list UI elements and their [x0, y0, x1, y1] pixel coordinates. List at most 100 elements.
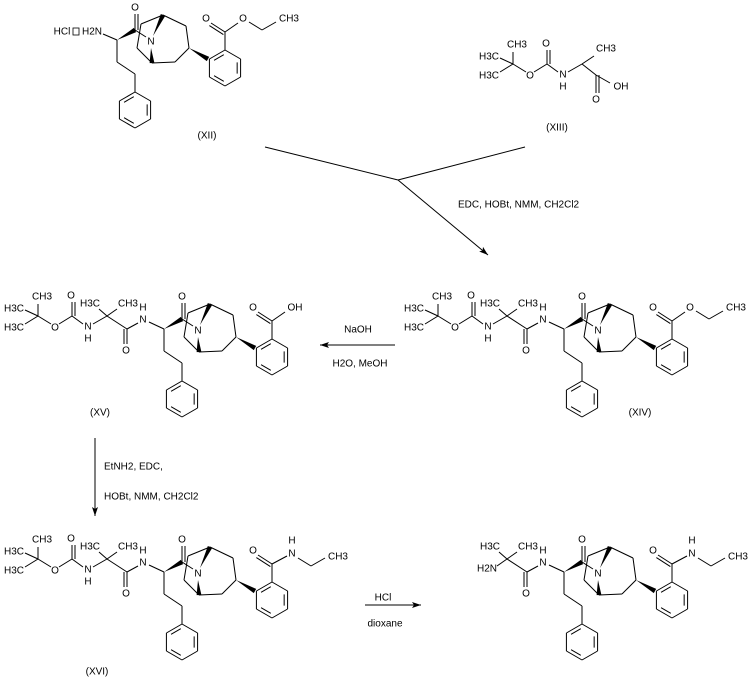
- bond: [166, 380, 183, 391]
- carbamate-nitrogen: N: [559, 70, 566, 81]
- acid-oxygen: O: [592, 95, 600, 106]
- bond: [567, 63, 583, 73]
- bond: [671, 338, 688, 349]
- bond: [310, 557, 326, 567]
- bond: [660, 607, 672, 614]
- arrowhead-icon: [412, 602, 421, 608]
- bond: [260, 607, 272, 614]
- bond: [136, 47, 153, 64]
- bond: [533, 63, 548, 73]
- carbamate-oxygen: O: [67, 291, 75, 302]
- compound-label: (XVI): [86, 667, 109, 678]
- bond: [271, 338, 288, 349]
- bond: [37, 558, 52, 568]
- wedge-bond: [564, 559, 584, 572]
- bond: [271, 608, 288, 619]
- bond: [583, 579, 600, 596]
- bond: [632, 314, 637, 338]
- bond: [256, 365, 273, 376]
- bond: [166, 623, 183, 634]
- methyl-label: CH3: [279, 14, 299, 25]
- acid-carbonyl-oxygen: O: [649, 546, 657, 557]
- bond: [581, 407, 598, 418]
- bond: [213, 75, 225, 82]
- methyl-label: CH3: [32, 535, 52, 546]
- bond: [710, 557, 726, 567]
- bond: [181, 561, 194, 570]
- bond: [498, 308, 508, 317]
- bond: [264, 146, 399, 181]
- bond: [570, 649, 582, 656]
- bond: [187, 546, 211, 557]
- bond: [587, 546, 611, 557]
- bond: [209, 76, 226, 87]
- methyl-label: H3C: [80, 542, 100, 553]
- bond: [181, 318, 194, 327]
- methyl-label: CH3: [118, 299, 138, 310]
- amide-hydrogen: H: [288, 536, 295, 547]
- amide-nitrogen: N: [288, 549, 295, 560]
- methyl-label: CH3: [118, 542, 138, 553]
- bond: [397, 146, 526, 181]
- carbonyl-oxygen: O: [178, 292, 186, 303]
- methyl-label: H3C: [479, 52, 499, 63]
- bond: [256, 338, 273, 349]
- bond: [260, 343, 272, 350]
- bond: [126, 565, 139, 573]
- methyl-label: H3C: [4, 323, 24, 334]
- bond: [163, 350, 183, 364]
- bond: [397, 179, 489, 256]
- bond: [671, 555, 688, 565]
- bond: [213, 54, 225, 61]
- bond: [148, 321, 165, 330]
- bridge-nitrogen: N: [194, 326, 201, 337]
- salt-dot-box: [72, 27, 80, 36]
- methyl-label: H3C: [4, 566, 24, 577]
- bond: [512, 63, 527, 73]
- bond: [506, 558, 528, 573]
- bond: [183, 579, 200, 596]
- methyl-label: CH3: [596, 44, 616, 55]
- bond: [183, 555, 189, 581]
- methyl-label: CH3: [518, 299, 538, 310]
- bond: [58, 558, 73, 568]
- amide-nitrogen: N: [688, 549, 695, 560]
- methyl-label: H3C: [479, 71, 499, 82]
- solvent-label: dioxane: [367, 619, 402, 630]
- bridge-nitrogen: N: [594, 569, 601, 580]
- methyl-label: H3C: [480, 299, 500, 310]
- bond: [656, 338, 673, 349]
- methyl-label: H3C: [404, 304, 424, 315]
- bond: [581, 63, 597, 76]
- amide-oxygen: O: [122, 589, 130, 600]
- bond: [570, 406, 582, 413]
- bond: [548, 564, 565, 573]
- bond: [183, 312, 189, 338]
- bond: [106, 558, 128, 573]
- bond: [209, 25, 224, 35]
- bond: [471, 315, 484, 325]
- bond: [181, 650, 198, 661]
- carbamate-oxygen: O: [467, 291, 475, 302]
- reagent-label: HCl: [375, 593, 392, 604]
- amide-hydrogen: H: [139, 546, 146, 557]
- bond: [583, 336, 600, 353]
- bond: [581, 55, 595, 65]
- wedge-bond: [636, 337, 657, 351]
- bond: [656, 608, 673, 619]
- bond: [424, 315, 439, 325]
- methyl-label: CH3: [728, 552, 748, 563]
- wedge-bond: [596, 337, 602, 353]
- compound-label: (XIV): [629, 408, 652, 419]
- bond: [609, 546, 634, 559]
- wedge-bond: [636, 580, 657, 594]
- bond: [656, 365, 673, 376]
- bond: [102, 33, 118, 41]
- acid-carbonyl-oxygen: O: [249, 546, 257, 557]
- bond: [221, 579, 237, 595]
- bond: [708, 310, 724, 320]
- amide-hydrogen: H: [539, 546, 546, 557]
- bond: [581, 650, 598, 661]
